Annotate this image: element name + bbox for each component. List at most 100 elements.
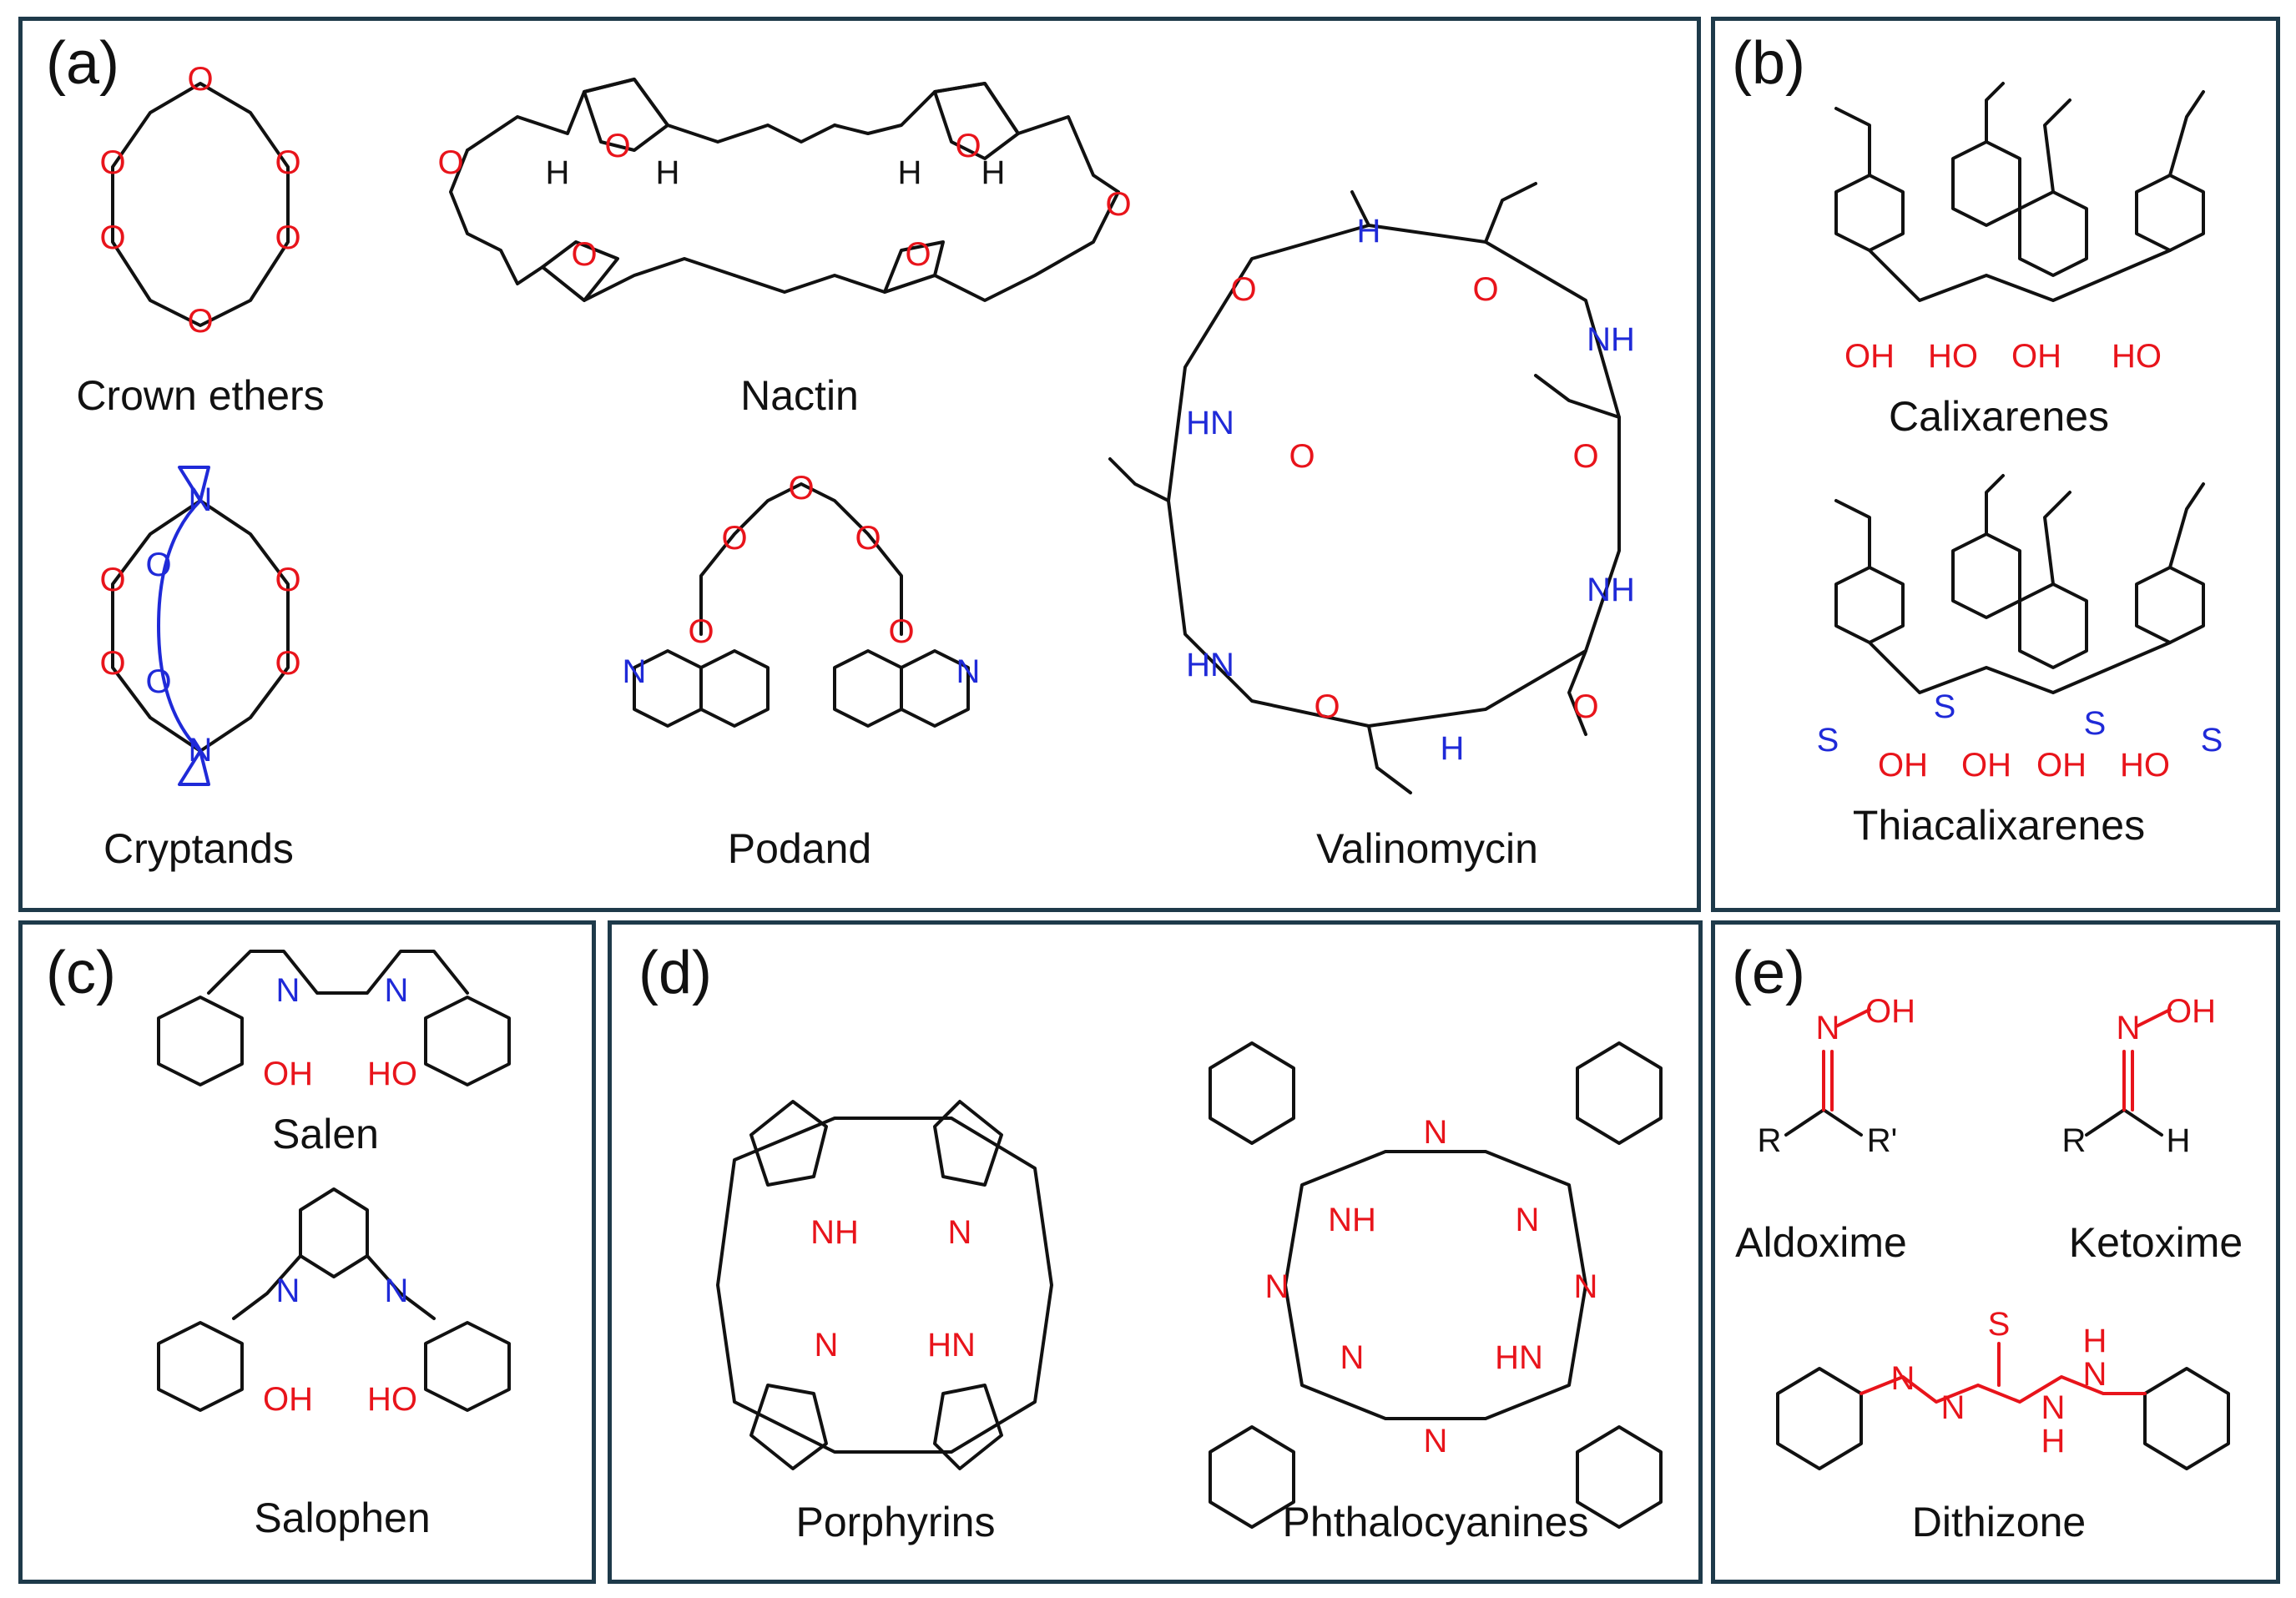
salophen-ho: HO bbox=[367, 1381, 417, 1418]
nactin-o-3: O bbox=[437, 144, 463, 181]
aldoxime-structure bbox=[1784, 1008, 1871, 1137]
salophen-structure bbox=[157, 1187, 511, 1412]
podand-n-2: N bbox=[956, 653, 981, 690]
porphyrins-name: Porphyrins bbox=[795, 1499, 996, 1545]
salophen-name: Salophen bbox=[254, 1495, 431, 1541]
panel-c bbox=[18, 920, 596, 1584]
porph-nh: NH bbox=[810, 1214, 859, 1251]
ketoxime-r: R bbox=[2062, 1122, 2087, 1159]
cryptand-n-top: N bbox=[189, 481, 213, 518]
podand-o-4: O bbox=[688, 613, 714, 650]
calix-ho-2: HO bbox=[1928, 338, 1978, 375]
dithizone-n-3: N bbox=[2041, 1389, 2066, 1426]
valino-o-6: O bbox=[1314, 688, 1340, 725]
thia-ho-4: HO bbox=[2120, 747, 2170, 784]
crown-o-4: O bbox=[187, 303, 213, 340]
valinomycin-name: Valinomycin bbox=[1316, 825, 1538, 872]
ketoxime-n: N bbox=[2117, 1010, 2141, 1046]
phthalo-n-bottom: N bbox=[1424, 1423, 1448, 1459]
phthalo-n-right: N bbox=[1574, 1268, 1598, 1305]
phthalo-n-1: N bbox=[1516, 1202, 1540, 1238]
cryptand-n-bottom: N bbox=[189, 732, 213, 769]
aldoxime-rp: R' bbox=[1867, 1122, 1898, 1159]
nactin-structure bbox=[449, 78, 1120, 302]
cryptand-o-3: O bbox=[275, 562, 300, 598]
panel-b bbox=[1711, 17, 2280, 912]
dithizone-structure bbox=[1776, 1342, 2230, 1470]
podand-o-5: O bbox=[888, 613, 914, 650]
phthalo-n-left: N bbox=[1265, 1268, 1289, 1305]
nactin-o-1: O bbox=[604, 128, 630, 164]
aldoxime-name: Aldoxime bbox=[1735, 1219, 1907, 1266]
ketoxime-structure bbox=[2085, 1008, 2172, 1137]
panel-e-label: (e) bbox=[1732, 940, 1805, 1006]
valino-o-5: O bbox=[1572, 688, 1598, 725]
thia-s-4: S bbox=[2201, 722, 2223, 759]
cryptand-o-1: O bbox=[99, 562, 125, 598]
ketoxime-name: Ketoxime bbox=[2068, 1219, 2243, 1266]
phthalo-n-2: N bbox=[1340, 1339, 1365, 1376]
salen-name: Salen bbox=[272, 1111, 379, 1157]
crown-o-5: O bbox=[99, 219, 125, 256]
valino-hn-1: HN bbox=[1186, 405, 1234, 441]
crown-o-3: O bbox=[275, 219, 300, 256]
podand-n-1: N bbox=[623, 653, 647, 690]
aldoxime-oh: OH bbox=[1865, 993, 1915, 1030]
calix-oh-1: OH bbox=[1844, 338, 1895, 375]
aldoxime-n: N bbox=[1816, 1010, 1840, 1046]
thia-oh-2: OH bbox=[1961, 747, 2011, 784]
dithizone-n-2: N bbox=[1941, 1389, 1965, 1426]
porph-n-2: N bbox=[815, 1327, 839, 1364]
valinomycin-structure bbox=[1108, 182, 1621, 794]
podand-name: Podand bbox=[727, 825, 872, 872]
dithizone-h-2: H bbox=[2083, 1323, 2107, 1359]
cryptand-o-5: O bbox=[145, 547, 171, 583]
valino-nh-3: NH bbox=[1587, 572, 1635, 608]
crown-o-6: O bbox=[99, 144, 125, 181]
salophen-n-1: N bbox=[276, 1273, 300, 1309]
valino-o-1: O bbox=[1230, 271, 1256, 308]
panel-d-label: (d) bbox=[638, 940, 712, 1006]
valino-hn-2: HN bbox=[1186, 647, 1234, 683]
salophen-n-2: N bbox=[385, 1273, 409, 1309]
panel-d bbox=[608, 920, 1703, 1584]
calixarenes-name: Calixarenes bbox=[1888, 393, 2110, 440]
dithizone-s: S bbox=[1988, 1306, 2011, 1343]
calix-oh-3: OH bbox=[2011, 338, 2061, 375]
thia-s-2: S bbox=[1934, 688, 1956, 725]
podand-structure bbox=[633, 482, 970, 728]
nactin-o-5: O bbox=[571, 236, 597, 273]
valino-o-2: O bbox=[1472, 271, 1498, 308]
valino-nh-2: NH bbox=[1587, 321, 1635, 358]
nactin-name: Nactin bbox=[740, 372, 859, 419]
crown-ether-ring bbox=[111, 82, 290, 327]
cryptand-structure bbox=[111, 466, 290, 786]
aldoxime-r: R bbox=[1758, 1122, 1782, 1159]
panel-b-label: (b) bbox=[1732, 30, 1805, 97]
crown-o-1: O bbox=[187, 61, 213, 98]
porph-n-1: N bbox=[948, 1214, 972, 1251]
cryptand-o-2: O bbox=[99, 645, 125, 682]
nactin-o-4: O bbox=[1105, 186, 1131, 223]
nactin-h-4: H bbox=[981, 154, 1006, 191]
panel-e bbox=[1711, 920, 2280, 1584]
cryptands-name: Cryptands bbox=[103, 825, 294, 872]
phthalo-hn: HN bbox=[1495, 1339, 1543, 1376]
dithizone-name: Dithizone bbox=[1911, 1499, 2087, 1545]
salen-oh: OH bbox=[263, 1056, 313, 1092]
dithizone-n-1: N bbox=[1891, 1360, 1915, 1397]
calixarene-structure bbox=[1834, 82, 2205, 302]
salen-structure bbox=[157, 950, 511, 1086]
panel-a-label: (a) bbox=[46, 30, 119, 97]
panel-a bbox=[18, 17, 1701, 912]
dithizone-h-1: H bbox=[2041, 1423, 2066, 1459]
phthalocyanine-structure bbox=[1209, 1041, 1663, 1529]
nactin-o-2: O bbox=[955, 128, 981, 164]
phthalo-n-top: N bbox=[1424, 1114, 1448, 1151]
dithizone-n-4: N bbox=[2083, 1356, 2107, 1393]
phthalo-nh: NH bbox=[1328, 1202, 1376, 1238]
thia-oh-3: OH bbox=[2036, 747, 2087, 784]
thiacalixarenes-name: Thiacalixarenes bbox=[1852, 802, 2146, 849]
porphyrin-structure bbox=[716, 1100, 1053, 1470]
